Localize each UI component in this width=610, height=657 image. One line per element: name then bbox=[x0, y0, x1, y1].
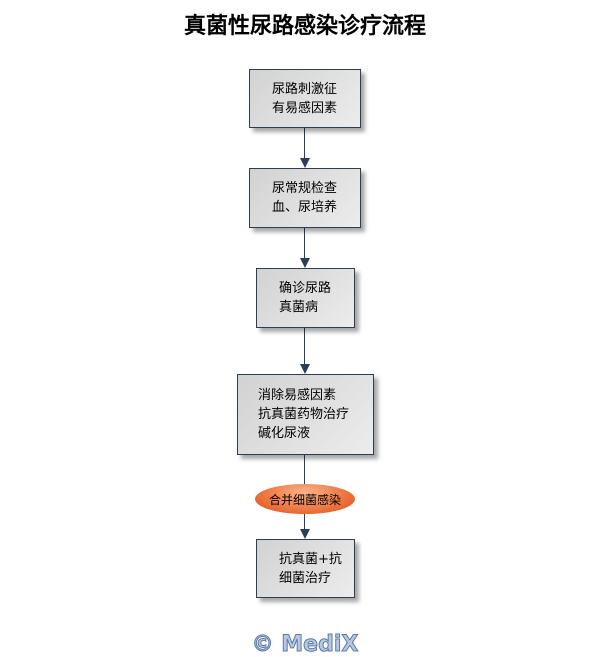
condition-bacterial-infection: 合并细菌感染 bbox=[255, 484, 355, 514]
step-text: 尿常规检查 bbox=[272, 181, 338, 196]
step-text: 抗真菌+抗 bbox=[279, 551, 342, 567]
step-diagnosis: 确诊尿路 真菌病 bbox=[256, 268, 355, 328]
step-text: 尿路刺激征 bbox=[272, 81, 338, 97]
step-treatment: 消除易感因素 抗真菌药物治疗 碱化尿液 bbox=[237, 374, 374, 455]
arrow-icon bbox=[300, 364, 310, 374]
step-text: 真菌病 bbox=[279, 300, 319, 315]
arrow-icon bbox=[300, 258, 310, 268]
step-text: 抗真菌药物治疗 bbox=[258, 407, 350, 422]
step-text: 确诊尿路 bbox=[279, 281, 332, 296]
step-urinary-symptoms: 尿路刺激征 有易感因素 bbox=[249, 69, 361, 128]
connector bbox=[304, 128, 305, 160]
arrow-icon bbox=[300, 529, 310, 539]
step-text: 消除易感因素 bbox=[258, 388, 337, 403]
step-combined-treatment: 抗真菌+抗 细菌治疗 bbox=[256, 539, 355, 598]
step-text: 碱化尿液 bbox=[258, 426, 311, 441]
step-exams: 尿常规检查 血、尿培养 bbox=[249, 168, 361, 228]
arrow-icon bbox=[300, 158, 310, 168]
diagram-title: 真菌性尿路感染诊疗流程 bbox=[183, 13, 426, 39]
step-text: 血、尿培养 bbox=[272, 200, 338, 215]
connector bbox=[304, 328, 305, 366]
watermark-logo: © MediX bbox=[251, 632, 359, 657]
step-text: 有易感因素 bbox=[272, 100, 338, 116]
step-text: 细菌治疗 bbox=[279, 570, 332, 586]
connector bbox=[304, 228, 305, 260]
